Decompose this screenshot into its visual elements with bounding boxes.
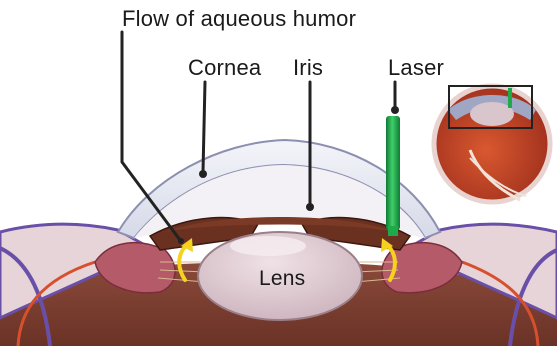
laser-beam — [386, 116, 400, 230]
laser-beam-tip — [388, 226, 398, 236]
laser-leader-dot — [391, 106, 399, 114]
iris-leader-dot — [306, 203, 314, 211]
cornea-leader-dot — [199, 170, 207, 178]
iris-label: Iris — [293, 57, 323, 79]
flow-of-aqueous-humor-label: Flow of aqueous humor — [122, 8, 356, 30]
cornea-leader-line — [203, 82, 205, 172]
cornea-label: Cornea — [188, 57, 261, 79]
laser-label: Laser — [388, 57, 444, 79]
eyeball-inset-icon — [434, 86, 550, 202]
flow-leader-dot — [178, 238, 184, 244]
lens-label: Lens — [259, 268, 305, 289]
lens-highlight — [230, 236, 306, 256]
